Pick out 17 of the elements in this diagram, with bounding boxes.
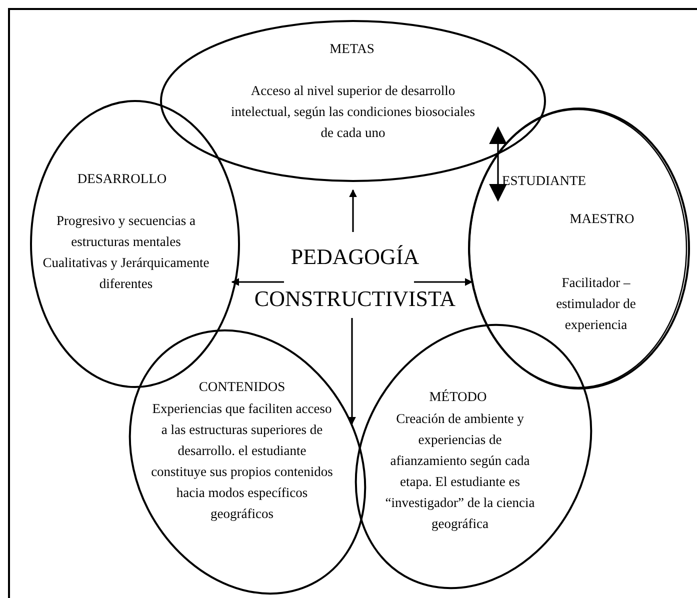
section-heading: MAESTRO xyxy=(568,210,636,228)
arrow xyxy=(231,278,284,286)
section-heading: CONTENIDOS xyxy=(198,378,286,396)
section-text: Progresivo y secuencias a estructuras mentales Cualitativas y Jerárquicamente diferentes xyxy=(42,212,210,293)
section-heading: MÉTODO xyxy=(428,388,488,406)
arrow xyxy=(348,318,356,425)
arrow xyxy=(414,278,473,286)
section-heading: DESARROLLO xyxy=(76,170,168,188)
section-text: Experiencias que faciliten acceso a las estructuras superiores de desarrollo. el estudiante constituye sus propios contenidos hacia modos específicos geográficos xyxy=(150,400,334,523)
section-heading: ESTUDIANTE xyxy=(502,172,587,190)
section-text: Facilitador – estimulador de experiencia xyxy=(555,274,637,334)
center-title: PEDAGOGÍA CONSTRUCTIVISTA xyxy=(253,243,457,313)
arrow xyxy=(349,189,357,232)
section-heading: METAS xyxy=(328,40,376,58)
section-text: Acceso al nivel superior de desarrollo intelectual, según las condiciones biosociales de cada uno xyxy=(230,82,476,142)
section-text: Creación de ambiente y experiencias de afianzamiento según cada etapa. El estudiante es “investigador” de la ciencia geográfica xyxy=(384,410,536,533)
arrow xyxy=(489,126,507,202)
